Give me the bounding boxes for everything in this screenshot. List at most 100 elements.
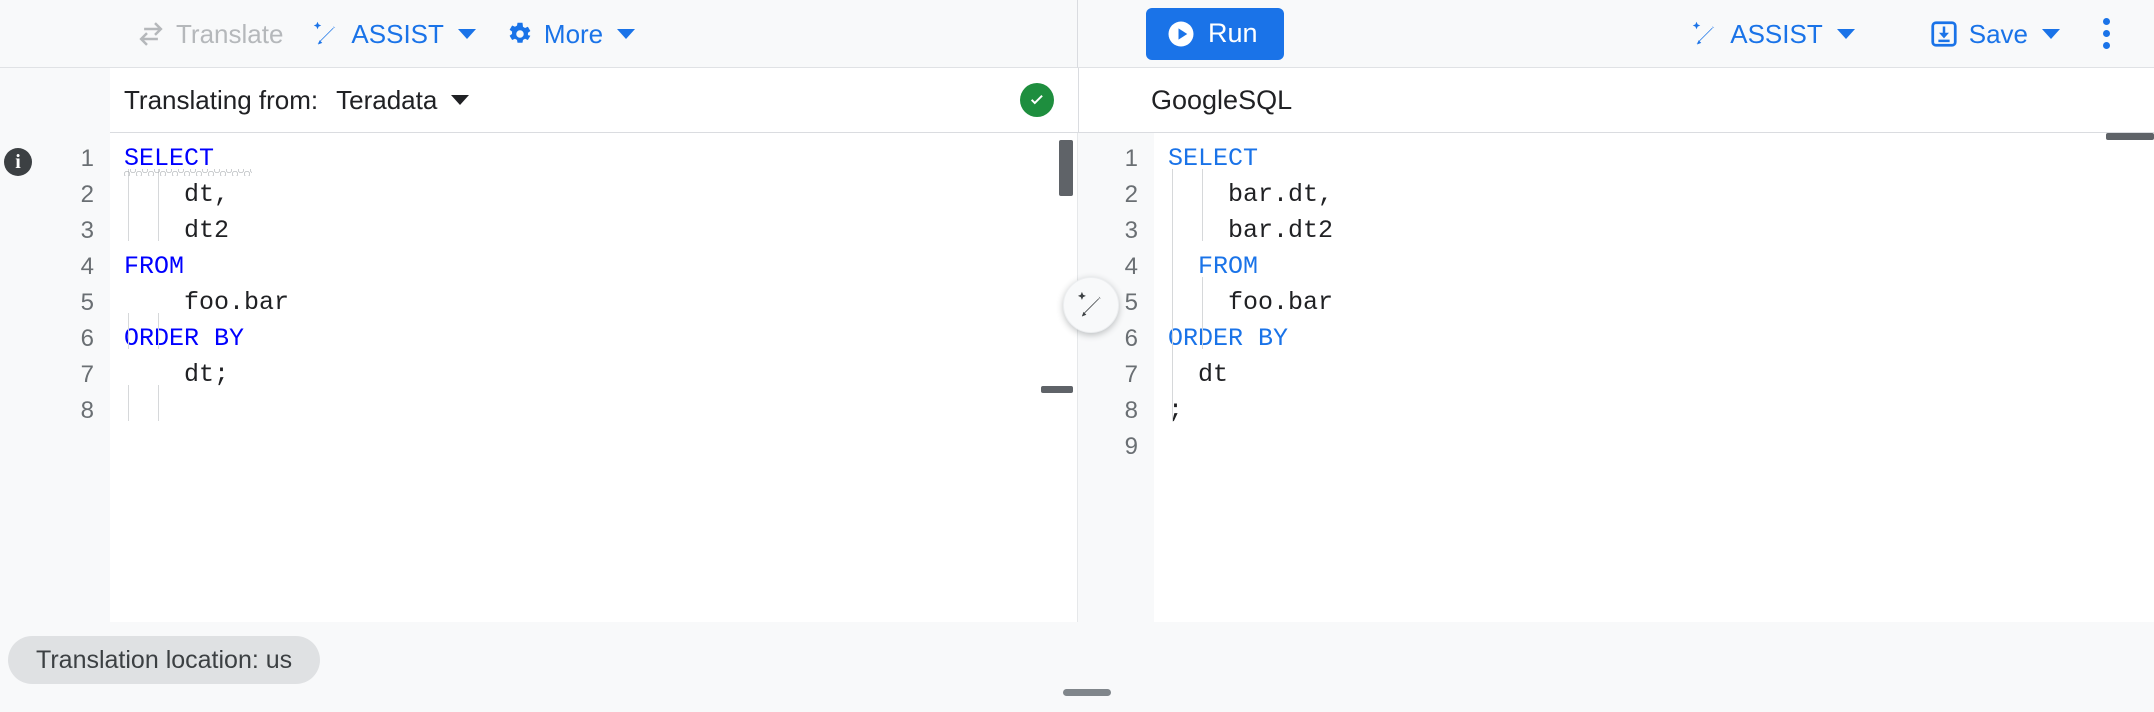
gear-icon <box>504 19 534 49</box>
code-line: bar.dt, <box>1168 180 1334 209</box>
translate-label: Translate <box>176 18 284 49</box>
main-toolbar: Translate ASSIST <box>0 0 2154 68</box>
assist-label-left: ASSIST <box>351 18 444 49</box>
resize-handle[interactable] <box>1063 689 1111 696</box>
toolbar-right-group: Run ASSIST <box>1078 0 2154 68</box>
editor-split-view: i 1 2 3 4 5 6 7 8 SELECT <box>0 133 2154 622</box>
indent-guide <box>128 385 129 421</box>
translating-from-label: Translating from: <box>124 84 319 115</box>
code-line: SELECT <box>124 144 215 173</box>
assist-button-right[interactable]: ASSIST <box>1676 10 1868 58</box>
line-number: 6 <box>1124 325 1138 352</box>
source-dialect-select[interactable]: Teradata <box>336 84 470 116</box>
more-button[interactable]: More <box>490 10 649 58</box>
run-button[interactable]: Run <box>1146 7 1284 60</box>
source-line-numbers: 1 2 3 4 5 6 7 8 <box>36 133 110 622</box>
magic-wand-icon <box>1075 289 1107 321</box>
chevron-down-icon <box>451 95 470 105</box>
indent-guide <box>1172 169 1173 385</box>
target-code-area[interactable]: SELECT bar.dt, bar.dt2 FROM foo.bar ORDE… <box>1154 133 2154 622</box>
play-icon <box>1166 19 1196 49</box>
target-line-numbers: 1 2 3 4 5 6 7 8 9 <box>1078 133 1154 622</box>
indent-guide <box>158 313 159 349</box>
info-icon[interactable]: i <box>4 148 32 176</box>
source-code-area[interactable]: SELECT dt, dt2 FROM foo.bar ORDER BY dt; <box>110 133 1077 622</box>
code-line: dt; <box>124 360 230 389</box>
line-number: 5 <box>80 289 94 316</box>
more-label: More <box>543 18 604 49</box>
code-line <box>110 393 1077 429</box>
magic-wand-icon <box>1690 19 1720 49</box>
source-dialect-bar: Translating from: Teradata <box>110 68 1078 133</box>
footer-bar: Translation location: us <box>0 622 2154 712</box>
target-horizontal-scrollbar-thumb[interactable] <box>2106 133 2154 140</box>
toolbar-left-group: Translate ASSIST <box>0 0 1078 68</box>
code-line: bar.dt2 <box>1168 216 1334 245</box>
source-vertical-scrollbar-thumb[interactable] <box>1059 140 1073 196</box>
source-editor[interactable]: 1 2 3 4 5 6 7 8 SELECT dt, dt2 <box>36 133 1078 622</box>
magic-wand-icon <box>311 19 341 49</box>
line-number: 4 <box>1124 253 1138 280</box>
code-line: dt, <box>124 180 230 209</box>
code-line: foo.bar <box>1168 288 1334 317</box>
translate-swap-icon <box>136 19 166 49</box>
line-number: 3 <box>80 217 94 244</box>
code-line: ; <box>1168 396 1184 425</box>
line-number: 9 <box>1124 433 1138 460</box>
code-line: FROM <box>124 252 185 281</box>
line-number: 1 <box>1124 145 1138 172</box>
target-editor[interactable]: 1 2 3 4 5 6 7 8 9 SELECT bar.dt, bar.dt2… <box>1078 133 2154 622</box>
assist-button-left[interactable]: ASSIST <box>297 10 489 58</box>
source-gutter-spacer <box>0 68 110 133</box>
kebab-dot <box>2102 42 2110 49</box>
line-number: 7 <box>80 361 94 388</box>
code-line: foo.bar <box>124 288 290 317</box>
translation-location-chip: Translation location: us <box>8 636 321 684</box>
assist-label-right: ASSIST <box>1730 18 1823 49</box>
kebab-dot <box>2102 18 2110 25</box>
assist-floating-button[interactable] <box>1063 277 1119 333</box>
indent-guide <box>1202 277 1203 349</box>
code-line: ORDER BY <box>124 324 245 353</box>
line-number: 2 <box>80 181 94 208</box>
code-line: FROM <box>1168 252 1259 281</box>
panel-divider <box>1078 68 1079 133</box>
target-dialect-value: GoogleSQL <box>1151 84 1293 115</box>
indent-guide <box>1172 385 1173 421</box>
translation-location-label: Translation location: us <box>36 645 293 674</box>
kebab-menu-icon[interactable] <box>2082 10 2130 58</box>
line-number: 8 <box>1124 397 1138 424</box>
code-line: dt2 <box>124 216 230 245</box>
code-line: ORDER BY <box>1168 324 1289 353</box>
run-label: Run <box>1208 18 1258 48</box>
code-line: SELECT <box>1168 144 1259 173</box>
translate-button[interactable]: Translate <box>122 10 297 58</box>
line-number: 8 <box>80 397 94 424</box>
save-button[interactable]: Save <box>1915 10 2074 58</box>
source-info-rail: i <box>0 133 36 622</box>
kebab-dot <box>2102 30 2110 37</box>
target-dialect-bar: GoogleSQL <box>1079 68 2154 133</box>
indent-guide <box>158 385 159 421</box>
indent-guide <box>1202 169 1203 241</box>
indent-guide <box>128 313 129 349</box>
line-number: 3 <box>1124 217 1138 244</box>
code-line: dt <box>1168 360 1229 389</box>
line-number: 5 <box>1124 289 1138 316</box>
indent-guide <box>158 169 159 241</box>
source-horizontal-scrollbar-thumb[interactable] <box>1041 386 1073 393</box>
indent-guide <box>128 169 129 241</box>
line-number: 2 <box>1124 181 1138 208</box>
dialect-bar: Translating from: Teradata GoogleSQL <box>0 68 2154 133</box>
check-circle-icon <box>1020 83 1054 117</box>
chevron-down-icon <box>1836 28 1855 39</box>
line-number: 1 <box>80 145 94 172</box>
line-number: 6 <box>80 325 94 352</box>
line-number: 7 <box>1124 361 1138 388</box>
code-line <box>1154 429 2154 465</box>
source-dialect-value: Teradata <box>336 84 438 115</box>
chevron-down-icon <box>617 28 636 39</box>
line-number: 4 <box>80 253 94 280</box>
save-label: Save <box>1968 18 2028 49</box>
